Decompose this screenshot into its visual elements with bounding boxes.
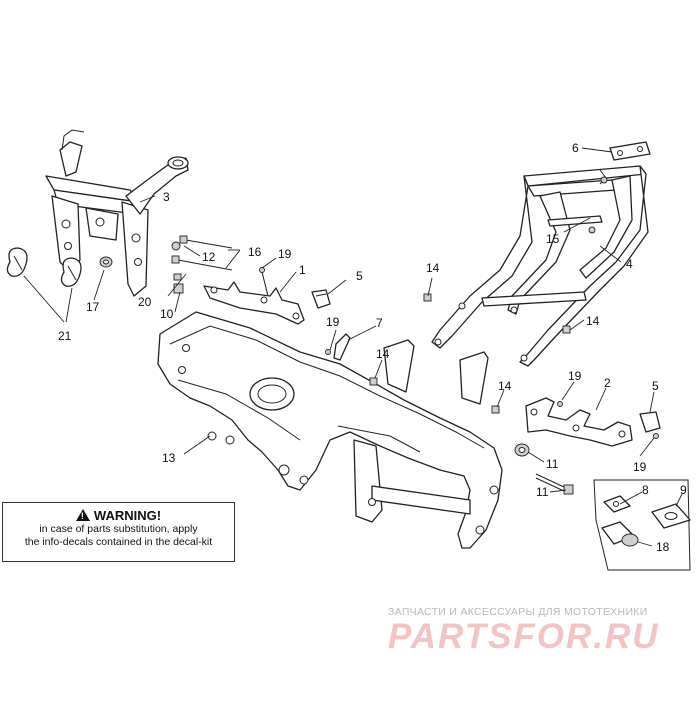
part-7-cable-guide	[325, 333, 351, 361]
part-3-front-bracket	[45, 129, 189, 297]
part-21-clamps	[6, 247, 82, 287]
fasteners-left	[171, 235, 233, 294]
callout-11-bush: 11	[546, 457, 559, 471]
warning-text-line-2: the info-decals contained in the decal-k…	[24, 536, 213, 548]
callout-14-center: 14	[376, 347, 390, 361]
leader-lines	[23, 147, 683, 547]
warning-title-row: WARNING!	[3, 508, 234, 523]
callout-8: 8	[642, 483, 649, 497]
part-1-bracket	[203, 267, 305, 325]
callout-4: 4	[626, 257, 633, 271]
watermark-subtitle: ЗАПЧАСТИ И АКСЕССУАРЫ ДЛЯ МОТОТЕХНИКИ	[388, 606, 648, 618]
callout-6: 6	[572, 141, 579, 155]
callout-14-rear-left: 14	[426, 261, 440, 275]
callout-13: 13	[162, 451, 176, 465]
callout-20: 20	[138, 295, 152, 309]
callout-21: 21	[58, 329, 72, 343]
callout-12: 12	[202, 250, 216, 264]
callout-7: 7	[376, 316, 383, 330]
part-13-main-frame	[157, 311, 503, 549]
callout-2: 2	[604, 376, 611, 390]
callout-15: 15	[546, 232, 560, 246]
warning-icon	[75, 509, 90, 521]
callout-19-right: 19	[568, 369, 582, 383]
callout-18: 18	[656, 540, 670, 554]
part-6-plate	[609, 141, 651, 161]
callout-14-right: 14	[498, 379, 512, 393]
warning-title: WARNING!	[93, 508, 162, 523]
callout-3: 3	[163, 190, 170, 204]
callout-14-rear-right: 14	[586, 314, 600, 328]
part-5-clip-right	[639, 411, 661, 439]
part-4-rear-subframe	[423, 165, 649, 367]
warning-text-line-1: in case of parts substitution, apply	[39, 523, 198, 535]
inset-detail-box	[593, 479, 691, 571]
callout-19-lower-right: 19	[633, 460, 647, 474]
callout-labels: 1 2 3 4 5 5 6 7 8 9 10 11 11 12 13 14 14…	[58, 141, 687, 554]
watermark-brand: PARTSFOR.RU	[388, 617, 660, 656]
part-17-bush	[99, 256, 113, 268]
callout-16: 16	[248, 245, 262, 259]
callout-19-mid: 19	[326, 315, 340, 329]
callout-5-left: 5	[356, 269, 363, 283]
bolt-14-center	[369, 377, 500, 414]
callout-10: 10	[160, 307, 174, 321]
callout-11-bolt: 11	[536, 485, 549, 499]
part-2-bracket	[525, 397, 633, 447]
callout-5-right: 5	[652, 379, 659, 393]
callout-19-upper: 19	[278, 247, 292, 261]
callout-1: 1	[299, 263, 306, 277]
part-5-clip-left	[311, 289, 331, 309]
part-11-bush	[514, 443, 574, 495]
callout-9: 9	[680, 483, 687, 497]
warning-notice: WARNING! in case of parts substitution, …	[2, 502, 235, 562]
callout-17: 17	[86, 300, 100, 314]
